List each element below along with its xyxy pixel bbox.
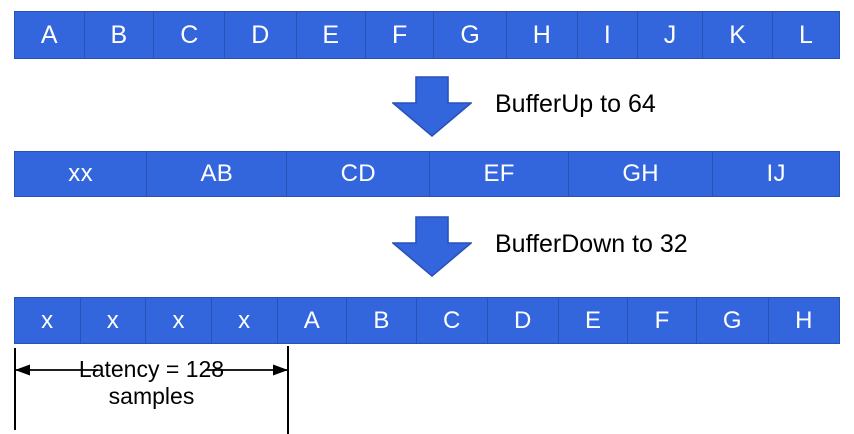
- buffer-cell: D: [225, 12, 297, 58]
- buffer-cell: K: [703, 12, 774, 58]
- double-headed-arrow-icon: [15, 364, 288, 376]
- latency-right-rule: [287, 346, 289, 434]
- bufferup-row: xx AB CD EF GH IJ: [14, 151, 840, 197]
- buffer-cell: IJ: [713, 152, 840, 196]
- buffer-cell: A: [15, 12, 85, 58]
- buffer-cell: xx: [15, 152, 148, 196]
- latency-left-rule: [14, 348, 16, 430]
- buffer-cell: H: [506, 12, 578, 58]
- bufferdown-row: x x x x A B C D E F G H: [14, 297, 840, 344]
- buffer-cell: B: [347, 298, 417, 343]
- buffer-cell: J: [637, 12, 704, 58]
- buffer-cell: EF: [430, 152, 570, 196]
- buffer-cell: D: [487, 298, 559, 343]
- latency-label: Latency = 128 samples: [14, 356, 289, 410]
- bufferup-arrow: [390, 76, 474, 138]
- buffer-cell: C: [154, 12, 226, 58]
- latency-label-line1: Latency = 128: [78, 356, 225, 382]
- buffer-cell: I: [577, 12, 638, 58]
- buffer-cell: F: [366, 12, 435, 58]
- buffer-cell: C: [416, 298, 488, 343]
- bufferup-caption: BufferUp to 64: [495, 90, 656, 118]
- buffer-cell: CD: [287, 152, 431, 196]
- buffer-cell: x: [146, 298, 212, 343]
- buffer-cell: A: [277, 298, 348, 343]
- buffer-cell: x: [211, 298, 278, 343]
- buffer-cell: L: [773, 12, 840, 58]
- buffer-cell: F: [628, 298, 697, 343]
- latency-measure-arrow: [14, 356, 289, 384]
- buffer-cell: B: [84, 12, 155, 58]
- buffer-cell: H: [769, 298, 839, 343]
- bufferdown-caption: BufferDown to 32: [495, 230, 688, 258]
- input-buffer-row: A B C D E F G H I J K L: [14, 11, 840, 59]
- buffer-cell: G: [434, 12, 507, 58]
- buffer-cell: GH: [569, 152, 714, 196]
- buffer-cell: x: [80, 298, 147, 343]
- bufferdown-arrow: [390, 216, 474, 278]
- buffer-cell: E: [296, 12, 367, 58]
- down-arrow-icon: [390, 76, 474, 138]
- buffer-cell: E: [558, 298, 629, 343]
- down-arrow-icon: [390, 216, 474, 278]
- latency-label-line2: samples: [108, 383, 195, 409]
- buffer-cell: G: [696, 298, 770, 343]
- buffer-cell: x: [15, 298, 81, 343]
- buffer-cell: AB: [147, 152, 288, 196]
